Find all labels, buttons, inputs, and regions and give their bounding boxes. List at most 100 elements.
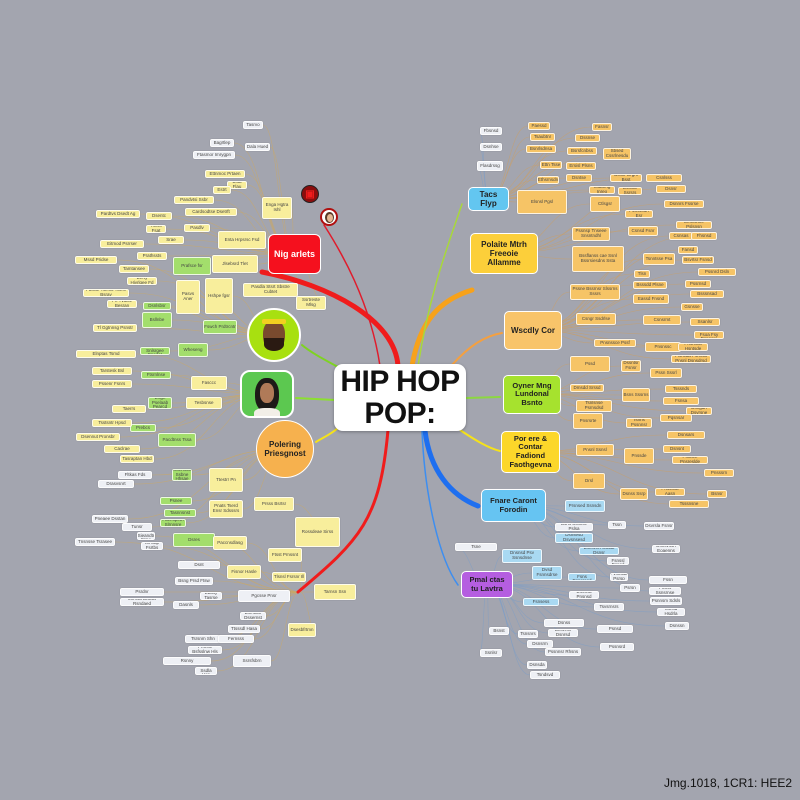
leaf-node[interactable]: Fsnsess [523, 598, 559, 606]
leaf-node[interactable]: Tlsn [634, 270, 650, 278]
leaf-node[interactable]: Pssn Sssrl [650, 368, 682, 378]
leaf-node[interactable]: Mssd Pridse [75, 256, 117, 264]
central-topic[interactable]: HIP HOP POP: [334, 364, 466, 431]
leaf-node[interactable]: Fasccc [191, 376, 227, 390]
leaf-node[interactable]: Prnnsc Bsfsslnw Hls [188, 646, 222, 654]
leaf-node[interactable]: Bsy Sieandtr Frsw [137, 532, 155, 540]
leaf-node[interactable]: Pssnnsr Rhsns [545, 648, 581, 656]
leaf-node[interactable]: Tsssnds [665, 385, 697, 393]
leaf-node[interactable]: Bsnrlsdnsa [526, 145, 556, 153]
leaf-node[interactable]: Dsnssn [665, 622, 689, 630]
leaf-node[interactable]: Dsnnrs Fssrse [664, 200, 704, 208]
leaf-node[interactable]: Pandvtsi Ssbr [174, 196, 214, 204]
leaf-node[interactable]: Dssndr Ssrsrs [618, 187, 642, 195]
leaf-node[interactable]: Derty Hiyrlgee Fd [127, 277, 157, 285]
leaf-node[interactable]: Dsennut Pronsbr [76, 433, 120, 441]
leaf-node[interactable]: Pssne Bssrnsr Slssrns Sssrs [570, 284, 620, 300]
leaf-node[interactable]: Rsnny [163, 657, 211, 665]
leaf-node[interactable]: Bsnsr [707, 490, 727, 498]
leaf-node[interactable]: Tsnlsnse Psrnsdsd [576, 400, 612, 412]
leaf-node[interactable]: Csnlsss [646, 174, 682, 182]
leaf-node[interactable]: Fvsnsad Psrsp [610, 573, 628, 581]
leaf-node[interactable]: Fsnsa [663, 397, 699, 405]
leaf-node[interactable]: Ssnsd Hsdrla [657, 608, 685, 616]
leaf-node[interactable]: Bnsvrsn Dsnrsd [548, 629, 578, 637]
leaf-node[interactable]: Fhsnsd [691, 232, 717, 240]
leaf-node[interactable]: Prafsce fsr [173, 257, 211, 275]
leaf-node[interactable]: Dsnsesd Dsvsnsesd [555, 533, 593, 543]
leaf-node[interactable]: Pnats Tserd Ensr Sdsssrs [209, 500, 243, 518]
leaf-node[interactable]: Fisnor Hasle [227, 565, 261, 579]
leaf-node[interactable]: Pnssde [624, 448, 654, 464]
leaf-node[interactable]: Tesbsnse [186, 397, 222, 409]
leaf-node[interactable]: Csngr Ssdrlse [576, 313, 616, 325]
leaf-node[interactable]: Fltkas Fds [118, 471, 152, 479]
leaf-node[interactable]: Ebdsy Tasrse [200, 592, 222, 600]
leaf-node[interactable]: Dsnss [544, 619, 584, 627]
leaf-node[interactable]: Bsnst [489, 627, 509, 635]
leaf-node[interactable]: Wheseng [178, 343, 208, 357]
leaf-node[interactable]: Pssnrd Dsln [698, 268, 736, 276]
leaf-node[interactable]: Dmsdd Srssd [570, 384, 604, 392]
leaf-node[interactable]: Dsnsr [656, 185, 686, 193]
leaf-node[interactable]: Psnn Ssnsd Fsns Dsnsresd [568, 573, 596, 581]
node-right-3[interactable]: Wscdly Cor [504, 311, 562, 350]
leaf-node[interactable]: Ssrtreste Mlsg [296, 296, 326, 310]
leaf-node[interactable]: Ssanlsr [690, 318, 720, 326]
leaf-node[interactable]: Dasnls [173, 601, 199, 609]
leaf-node[interactable]: Tsnntsse Psa [643, 253, 675, 265]
leaf-node[interactable]: Pssnsrd [600, 643, 634, 651]
leaf-node[interactable]: Tasnnsnst [164, 509, 196, 517]
leaf-node[interactable]: Eitmod Psrrser [100, 240, 144, 248]
leaf-node[interactable]: Fernsss [218, 635, 254, 643]
leaf-node[interactable]: Dsnsda [527, 661, 547, 669]
leaf-node[interactable]: Caclrae [104, 445, 140, 453]
leaf-node[interactable]: Bssflanss cae Ssnl Bssrsiesdns Ssta [572, 246, 624, 272]
leaf-node[interactable]: Bsta Flau [227, 181, 247, 189]
leaf-node[interactable]: Pslnsre Pnsreslde [672, 456, 708, 464]
leaf-node[interactable]: Tl Ggtnnsg Psnstr [93, 324, 137, 332]
leaf-node[interactable]: Csnsd Fsnr [628, 226, 658, 236]
leaf-node[interactable]: Bssnr Drgnl Bsst [610, 174, 642, 182]
leaf-node[interactable]: Ftsst Prnssnt [268, 548, 302, 562]
leaf-node[interactable]: Eassd Fnsnd [633, 294, 669, 304]
leaf-node[interactable]: Dnsnsd Psv Ssnsdnse [502, 549, 542, 563]
leaf-node[interactable]: Ftasmor Imrygpn [193, 151, 235, 159]
leaf-node[interactable]: Ertgn Pselaab Pearcd [148, 397, 172, 409]
leaf-node[interactable]: Dsnsvssn Eoaenns [652, 545, 680, 553]
leaf-node[interactable]: Dsesbfrtmn [288, 623, 316, 637]
leaf-node[interactable]: Dsnsrm [527, 640, 553, 648]
leaf-node[interactable]: Bsrsfcnbss [567, 147, 597, 155]
node-right-4[interactable]: Oyner Mng Lundonal Bsnto [503, 375, 561, 414]
leaf-node[interactable]: Fbsnsd [480, 127, 502, 135]
leaf-node[interactable]: Tsnsnrs [518, 630, 538, 638]
leaf-node[interactable]: Psrdnr [120, 588, 164, 596]
leaf-node[interactable]: Gsnsse [681, 303, 703, 311]
leaf-node[interactable]: Pssenr Fsnrs [92, 380, 132, 388]
leaf-node[interactable]: Prsss Bsrtsr [254, 497, 294, 511]
leaf-node[interactable]: Dsvsna Pnsnsd [569, 591, 599, 599]
leaf-node[interactable]: Bsng Prsd Ftsw [175, 577, 213, 585]
leaf-node[interactable]: Elsnsl Pgsl [517, 190, 567, 214]
leaf-node[interactable]: Csnsrmt [643, 315, 681, 325]
leaf-node[interactable]: Dsnsnt [663, 445, 691, 453]
leaf-node[interactable]: Paccnsdlasg [213, 536, 247, 550]
leaf-node[interactable]: Dssntsr Fsnsr [621, 360, 641, 372]
leaf-node[interactable]: Ttestrr Pn [209, 468, 243, 492]
leaf-node[interactable]: Bsns Sssrns [622, 388, 650, 402]
leaf-node[interactable]: Fasnsr [592, 123, 612, 131]
red-record-icon[interactable]: ▣ [301, 185, 319, 203]
leaf-node[interactable]: Flasdrssg [477, 161, 503, 171]
leaf-node[interactable]: Paslse Tsehlo Tbesr Bsray [83, 289, 129, 297]
leaf-node[interactable]: Csnsas [669, 232, 693, 240]
leaf-node[interactable]: Pardtvs Dsedt Ag [96, 210, 140, 218]
node-right-1[interactable]: Tacs Flyp [468, 187, 509, 211]
leaf-node[interactable]: Tsvss Fsat [146, 225, 166, 233]
node-right-6[interactable]: Fnare Caront Forodin [481, 489, 546, 522]
leaf-node[interactable]: Bsssnsad [690, 290, 724, 298]
leaf-node[interactable]: Dsntr Ssdla Hss [195, 667, 217, 675]
leaf-node[interactable]: Pgcsse Pnsr [238, 590, 290, 602]
leaf-node[interactable]: Cntenrasd Ssbne Hhsae [172, 469, 192, 481]
leaf-node[interactable]: Flsncaa Fsnnsd Pnsnl Dsnsdrsd [671, 355, 711, 363]
leaf-node[interactable]: Dssnse [575, 134, 600, 142]
